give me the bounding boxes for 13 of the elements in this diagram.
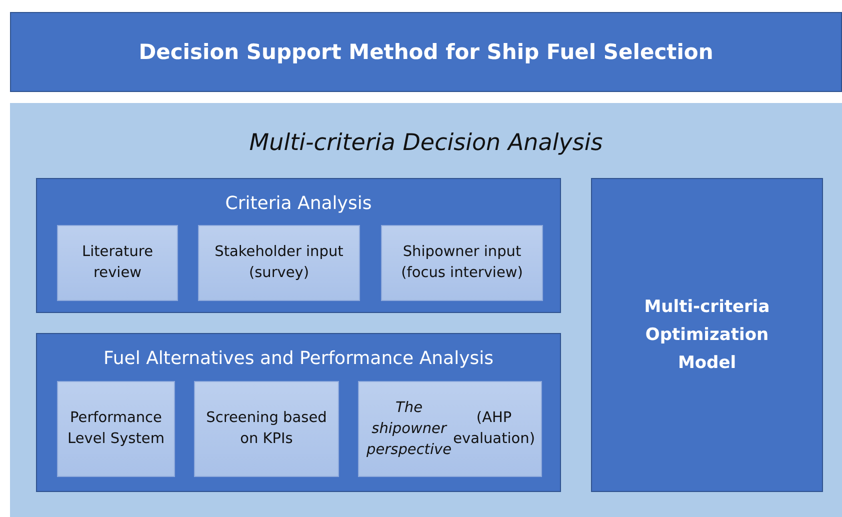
group-heading: Criteria Analysis: [224, 193, 373, 214]
panel-heading: Multi-criteria Decision Analysis: [248, 130, 604, 156]
panel-background: [10, 103, 842, 517]
group-heading: Fuel Alternatives and Performance Analysis: [102, 348, 494, 369]
title-banner: Decision Support Method for Ship Fuel Selection: [10, 12, 842, 92]
process-box: Screening based on KPIs: [194, 381, 339, 477]
process-box: Stakeholder input (survey): [198, 225, 360, 301]
process-box: Shipowner input (focus interview): [381, 225, 543, 301]
group-panel: [36, 333, 561, 492]
process-box: Performance Level System: [57, 381, 175, 477]
process-box: Literature review: [57, 225, 178, 301]
model-box: Multi-criteria Optimization Model: [591, 178, 823, 492]
group-panel: [36, 178, 561, 313]
